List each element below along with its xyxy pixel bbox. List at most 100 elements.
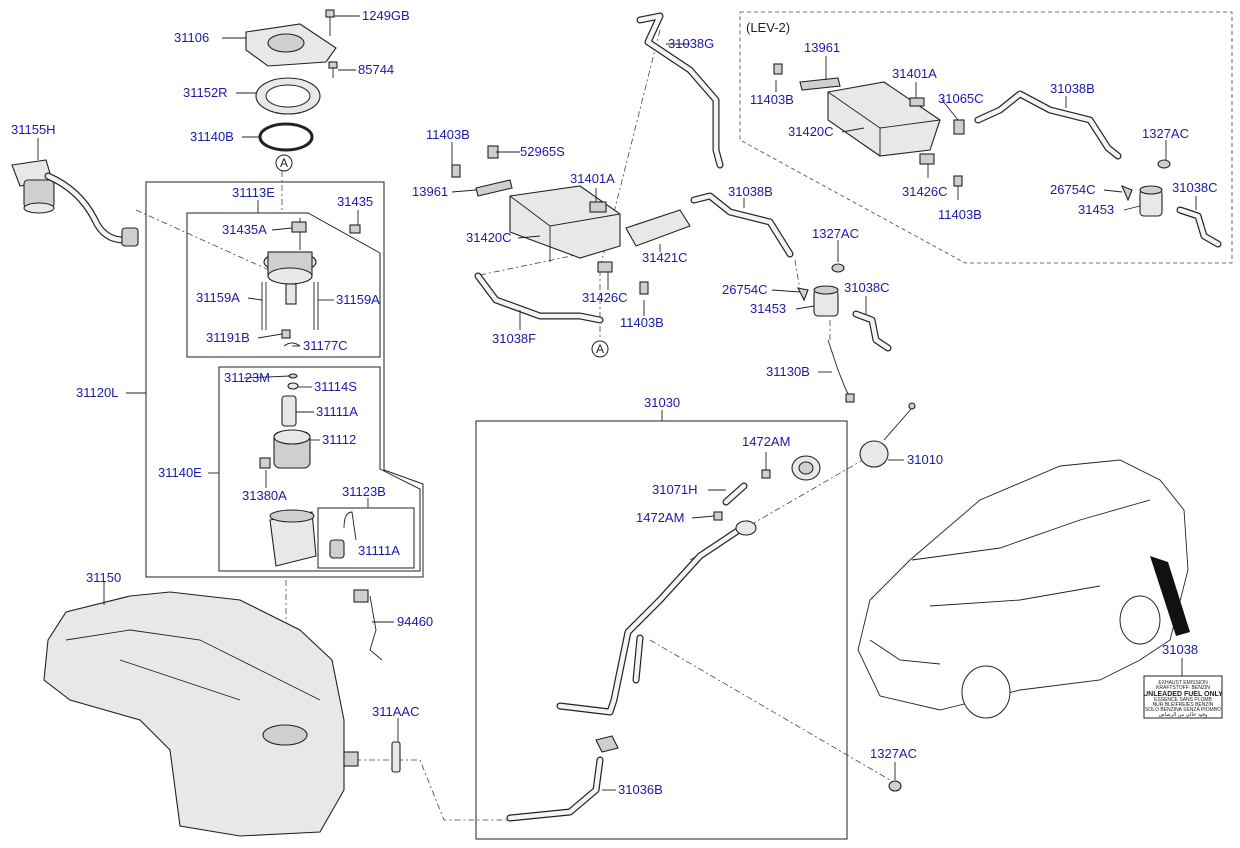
part-1327AC-b [1157,159,1171,169]
label-1327ac-b[interactable]: 1327AC [1142,126,1189,141]
part-94460-sensor [353,589,383,661]
subassembly-box-31113E [186,212,381,358]
sticker-line: ESSENCE SANS PLOMB [1154,697,1212,703]
part-31453-a [797,285,839,317]
label-31123b[interactable]: 31123B [342,484,386,499]
label-311aac[interactable]: 311AAC [372,704,419,719]
label-31453-b[interactable]: 31453 [1078,202,1114,217]
part-31426C-b [919,153,963,187]
label-31150[interactable]: 31150 [86,570,121,585]
label-31038g[interactable]: 31038G [668,36,714,51]
reference-circle-a-bottom: A [591,340,609,358]
label-31010[interactable]: 31010 [907,452,943,467]
label-13961-b[interactable]: 13961 [804,40,840,55]
label-31426c-b[interactable]: 31426C [902,184,948,199]
label-31112[interactable]: 31112 [322,432,356,447]
part-31071H-hose [722,482,748,506]
label-31421c[interactable]: 31421C [642,250,688,265]
label-31426c-a[interactable]: 31426C [582,290,628,305]
label-31191b[interactable]: 31191B [206,330,250,345]
label-1327ac-c[interactable]: 1327AC [870,746,917,761]
label-31036b[interactable]: 31036B [618,782,663,797]
label-31401a-a[interactable]: 31401A [570,171,615,186]
part-31112-reservoir [273,429,311,469]
label-85744[interactable]: 85744 [358,62,394,77]
part-31106-cover-plate [245,23,337,67]
part-1472AM-clamps [713,469,771,521]
label-94460[interactable]: 94460 [397,614,433,629]
label-31140e[interactable]: 31140E [158,465,202,480]
part-31421C-filter [625,209,691,247]
label-26754c-a[interactable]: 26754C [722,282,768,297]
part-1327AC-c [888,780,902,792]
assembly-box-31120L [145,181,424,578]
label-31120l[interactable]: 31120L [76,385,118,400]
label-31111a-a[interactable]: 31111A [316,404,358,419]
leader-lines [37,15,1197,791]
part-31140B-o-ring [258,122,314,152]
bolt-85744 [328,61,338,78]
label-1327ac-a[interactable]: 1327AC [812,226,859,241]
label-31038f[interactable]: 31038F [492,331,536,346]
label-31420c-a[interactable]: 31420C [466,230,512,245]
label-31159a-right[interactable]: 31159A [336,292,380,307]
part-filler-cap-housing [791,455,821,481]
part-filler-neck [556,520,757,716]
sticker-line: KRAFTSTOFF: BENZIN [1156,685,1210,691]
part-31130B-wire [827,339,855,403]
part-31420C-canister-b [827,81,941,157]
label-11403b-a[interactable]: 11403B [426,127,470,142]
label-31071h[interactable]: 31071H [652,482,698,497]
label-31401a-b[interactable]: 31401A [892,66,937,81]
label-31030[interactable]: 31030 [644,395,680,410]
label-31038[interactable]: 31038 [1162,642,1198,657]
label-13961-a[interactable]: 13961 [412,184,448,199]
part-labels: 1249GB 31106 85744 31152R 31140B 31155H … [11,8,1218,797]
part-31065C [953,119,965,135]
label-11403b-c[interactable]: 11403B [750,92,794,107]
centerline [794,259,801,291]
part-31401A-pad-b [909,97,925,107]
label-31155h[interactable]: 31155H [11,122,56,137]
label-31420c-b[interactable]: 31420C [788,124,834,139]
label-52965s[interactable]: 52965S [520,144,565,159]
label-31111a-b[interactable]: 31111A [358,543,400,558]
label-31435[interactable]: 31435 [337,194,373,209]
label-31038b-a[interactable]: 31038B [728,184,773,199]
label-1249gb[interactable]: 1249GB [362,8,410,23]
label-1472am-b[interactable]: 1472AM [636,510,684,525]
label-11403b-b[interactable]: 11403B [620,315,664,330]
svg-text:A: A [596,342,604,356]
subassembly-box-31123B [317,507,415,569]
label-31114s[interactable]: 31114S [314,379,357,394]
label-1472am-a[interactable]: 1472AM [742,434,790,449]
assembly-box-31030 [475,420,848,840]
label-31038b-b[interactable]: 31038B [1050,81,1095,96]
label-31453-a[interactable]: 31453 [750,301,786,316]
label-31152r[interactable]: 31152R [183,85,228,100]
label-31435a[interactable]: 31435A [222,222,267,237]
label-31038c-b[interactable]: 31038C [1172,180,1218,195]
label-31130b[interactable]: 31130B [766,364,810,379]
label-31177c[interactable]: 31177C [303,338,348,353]
label-31113e[interactable]: 31113E [232,185,275,200]
part-31191B-31177C [281,329,301,347]
label-31038c-a[interactable]: 31038C [844,280,890,295]
part-31038G-hose [636,12,724,169]
svg-text:A: A [280,156,288,170]
label-31106[interactable]: 31106 [174,30,209,45]
part-31140-strainer [269,509,317,567]
part-31420C-canister-a [509,185,621,262]
centerline [135,209,281,276]
label-31380a[interactable]: 31380A [242,488,287,503]
label-26754c-b[interactable]: 26754C [1050,182,1096,197]
label-31159a-left[interactable]: 31159A [196,290,240,305]
reference-circle-a-top: A [275,154,293,172]
part-31150-fuel-tank [43,591,359,837]
label-11403b-d[interactable]: 11403B [938,207,982,222]
label-31065c[interactable]: 31065C [938,91,984,106]
part-31401A-pad-a [589,201,607,213]
label-31123m[interactable]: 31123M [224,370,270,385]
label-31140b[interactable]: 31140B [190,129,234,144]
